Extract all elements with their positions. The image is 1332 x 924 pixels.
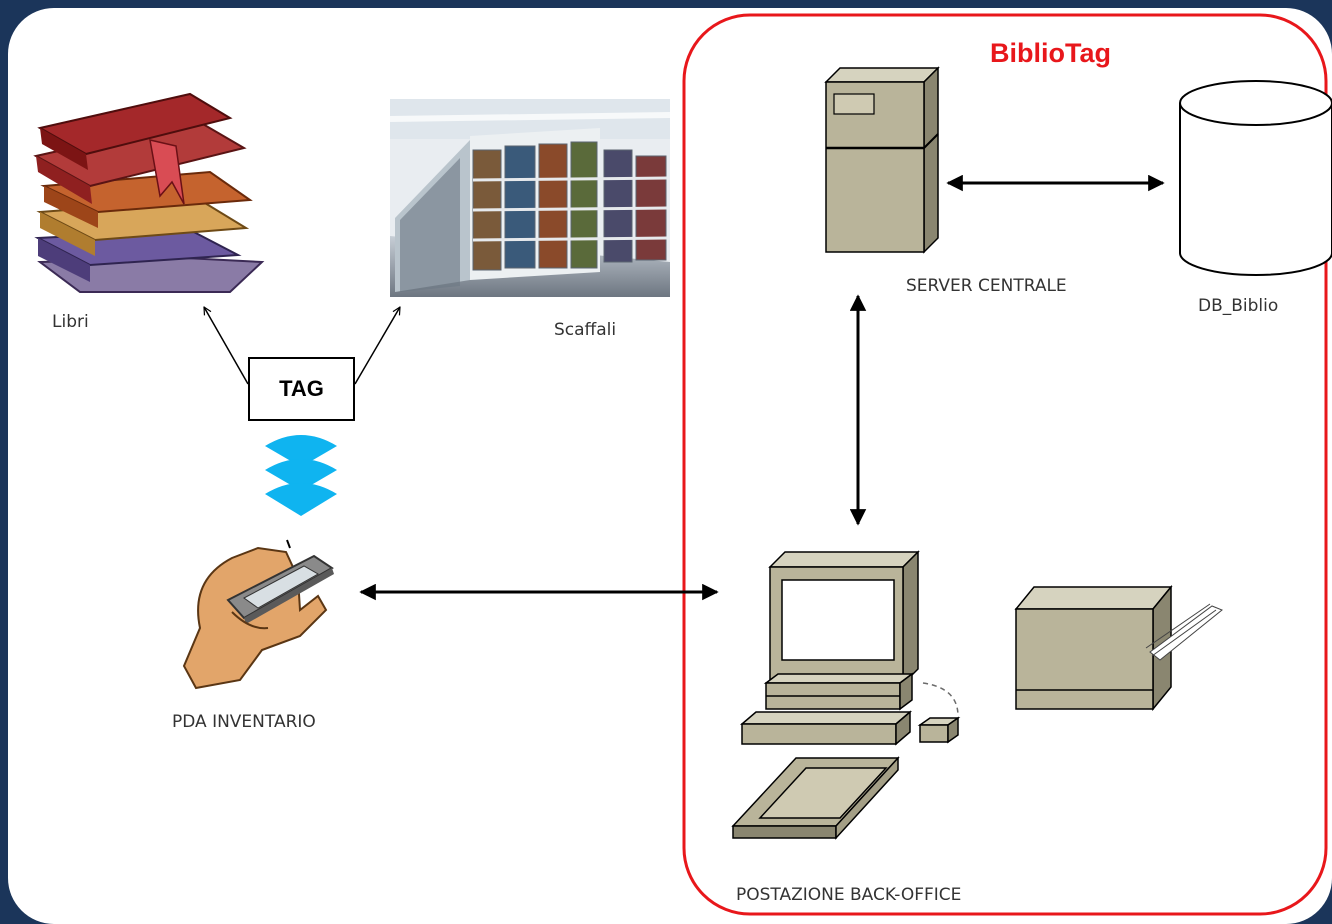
diagram-panel: [8, 8, 1332, 924]
printer-icon: [1014, 584, 1223, 712]
handheld-pda-icon: [182, 539, 334, 690]
database-cylinder-icon: [1179, 80, 1332, 276]
tag-label: TAG: [279, 376, 324, 401]
bibliotag-boundary: [682, 13, 1328, 916]
postazione-back-office-label: POSTAZIONE BACK-OFFICE: [736, 885, 962, 905]
connector-tag-scaffali: [354, 307, 400, 385]
books-icon: [33, 92, 265, 293]
connector-tag-libri: [204, 307, 249, 385]
tag-box: TAG: [248, 357, 355, 421]
bibliotag-title: BiblioTag: [990, 38, 1111, 68]
libri-label: Libri: [52, 312, 89, 332]
server-tower-icon: [824, 66, 940, 254]
workstation-icon: [731, 550, 961, 840]
pda-inventario-label: PDA INVENTARIO: [172, 712, 316, 732]
library-shelves-photo: [389, 99, 671, 297]
scaffali-label: Scaffali: [554, 320, 617, 340]
server-centrale-label: SERVER CENTRALE: [906, 276, 1067, 296]
rfid-signal-icon: [265, 435, 337, 516]
db-biblio-label: DB_Biblio: [1198, 296, 1279, 316]
